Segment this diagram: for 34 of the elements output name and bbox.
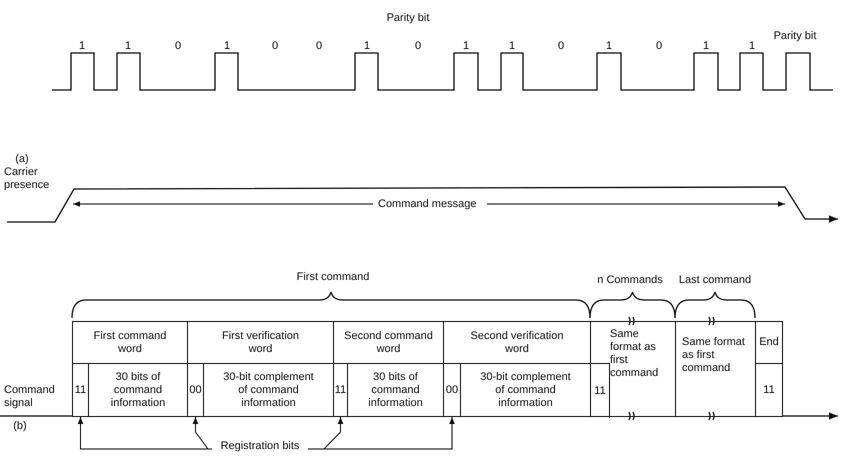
bit-value: 0 (556, 40, 566, 53)
data-cell: Same format as first command (675, 321, 756, 417)
leader-arrow (192, 416, 212, 450)
parity-label: Parity bit (386, 12, 430, 25)
bit-value: 1 (748, 40, 756, 53)
bit-value: 1 (604, 40, 614, 53)
bit-value: 1 (362, 40, 372, 53)
header-cell: End (755, 321, 783, 364)
bit-value: 1 (508, 40, 516, 53)
bit-value: 1 (78, 40, 86, 53)
bit-cell: 11 (591, 363, 610, 418)
header-cell: First command word (72, 321, 188, 364)
bit-cell: 11 (72, 363, 89, 417)
bit-value: 0 (654, 40, 664, 53)
bit-value: 1 (702, 40, 710, 53)
bit-value: 0 (414, 40, 422, 53)
leader-arrow (308, 416, 455, 450)
bit-value: 0 (174, 40, 182, 53)
bit-value: 1 (124, 40, 132, 53)
panel-label: (a) (14, 153, 30, 166)
signal-label: Command message (376, 198, 478, 211)
brace-label: Last command (678, 274, 752, 287)
bit-value: 0 (314, 40, 324, 53)
signal-label: Command signal (4, 384, 56, 410)
bit-value: 0 (270, 40, 280, 53)
bit-value: 1 (462, 40, 470, 53)
brace-label: n Commands (596, 274, 664, 287)
brace-label: First command (296, 271, 370, 284)
bit-cell: 11 (755, 363, 783, 417)
bit-value: 1 (222, 40, 232, 53)
panel-label: (b) (12, 420, 28, 433)
data-cell: Same format as first command 11 (590, 321, 676, 417)
parity-label: Parity bit (772, 30, 818, 43)
signal-label: Carrier presence (4, 166, 50, 192)
